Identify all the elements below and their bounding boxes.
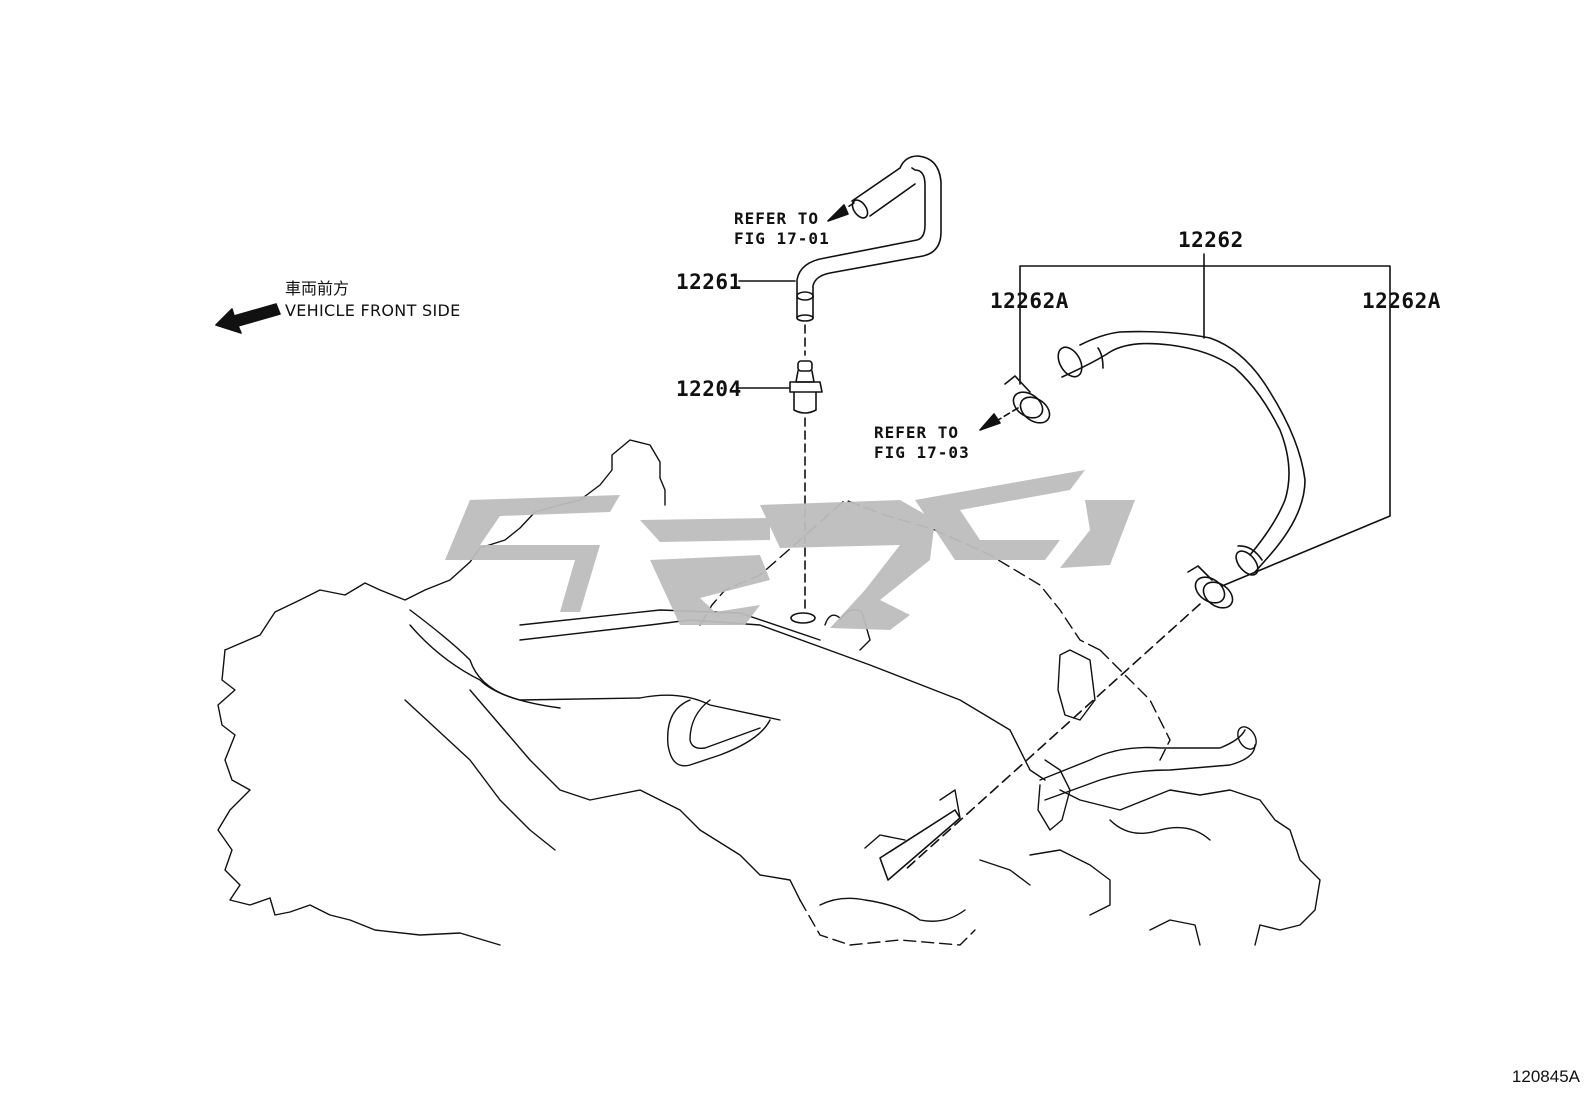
reference-fig-17-03: REFER TO FIG 17-03	[874, 423, 970, 463]
engine-outline	[217, 439, 1321, 946]
arrow-left-icon	[215, 303, 281, 334]
reference-line1: REFER TO	[734, 209, 820, 228]
part-label-12262a-left: 12262A	[990, 289, 1069, 313]
ref-arrow-17-03	[979, 407, 1019, 431]
reference-line2: FIG 17-03	[874, 443, 970, 462]
pcv-valve-12204	[738, 360, 823, 414]
vehicle-front-label-jp: 車両前方	[285, 279, 350, 298]
part-label-12204: 12204	[676, 377, 742, 401]
assembly-line-hose	[904, 603, 1201, 871]
hose-12262	[1057, 330, 1306, 576]
hose-port	[879, 809, 961, 881]
logo-watermark	[445, 470, 1135, 630]
vehicle-front-label-en: VEHICLE FRONT SIDE	[285, 301, 461, 320]
reference-line1: REFER TO	[874, 423, 960, 442]
bracket-12262	[1019, 253, 1391, 587]
figure-code: 120845A	[1511, 1067, 1580, 1086]
clamp-12262a-left	[1004, 375, 1051, 424]
ref-arrow-17-01	[827, 202, 855, 222]
part-label-12261: 12261	[676, 270, 742, 294]
part-label-12262: 12262	[1178, 228, 1244, 252]
clamp-12262a-right	[1187, 565, 1234, 609]
part-label-12262a-right: 12262A	[1362, 289, 1441, 313]
valve-port	[790, 612, 816, 624]
reference-fig-17-01: REFER TO FIG 17-01	[734, 209, 830, 249]
reference-line2: FIG 17-01	[734, 229, 830, 248]
pcv-hose-12261	[796, 155, 942, 322]
